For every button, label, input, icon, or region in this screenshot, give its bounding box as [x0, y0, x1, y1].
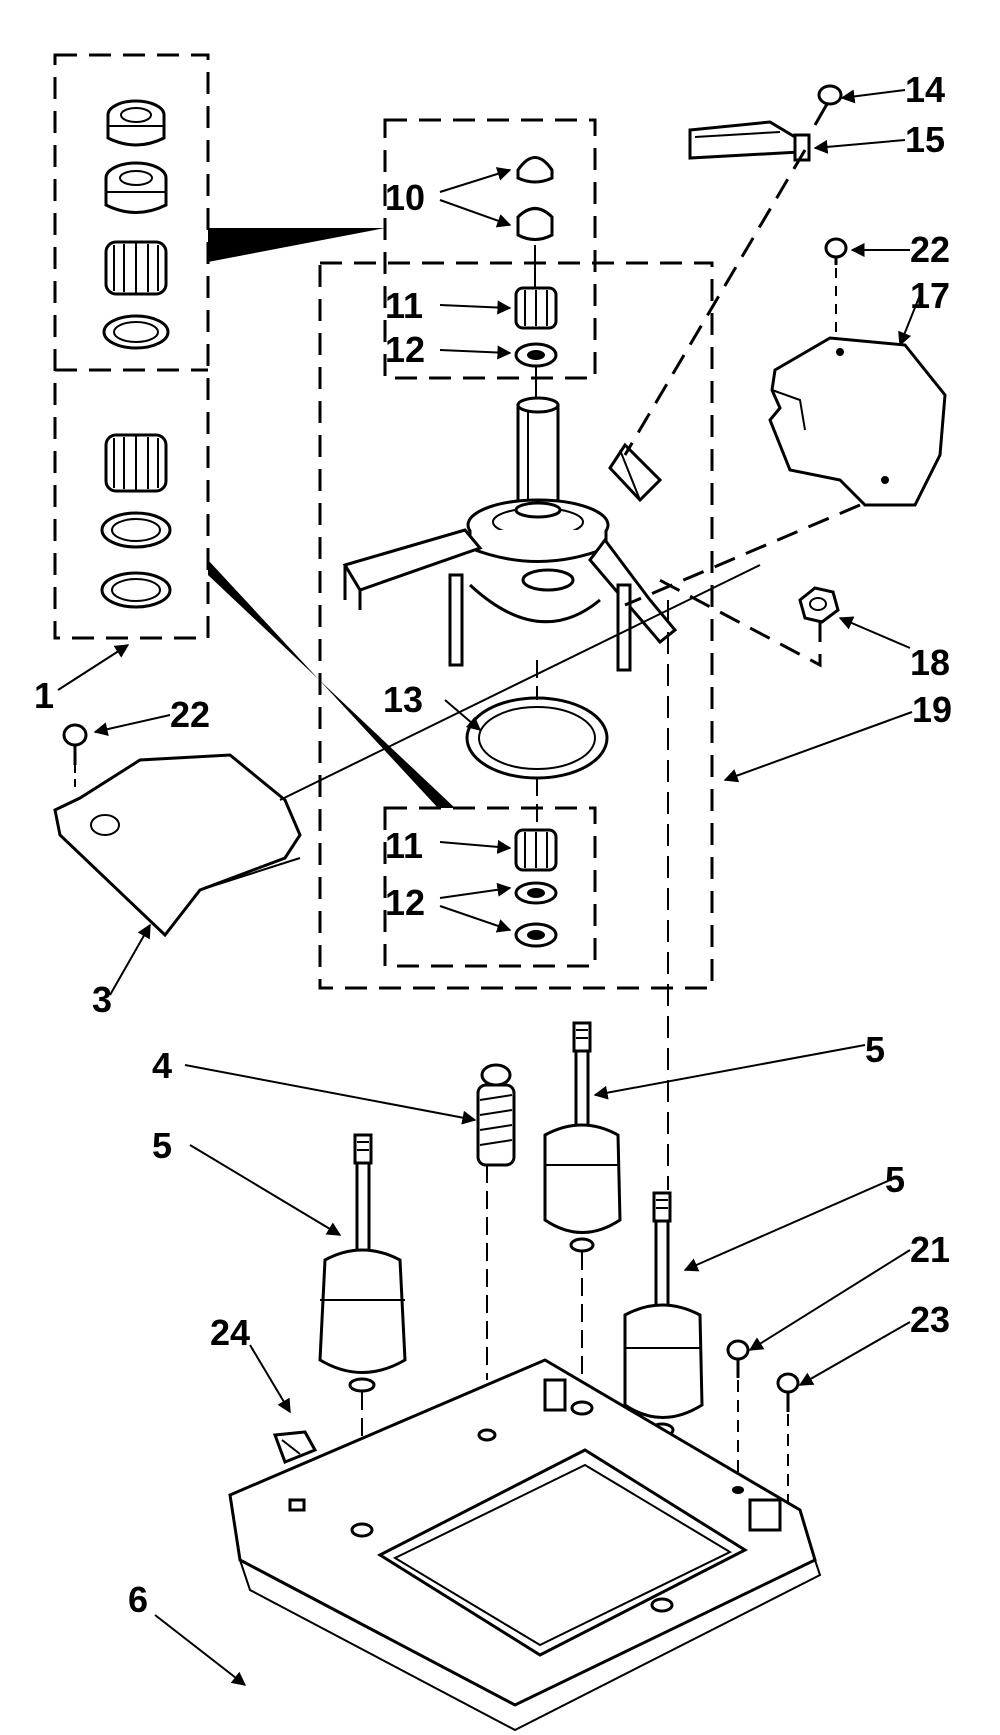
screw-23 — [776, 1372, 800, 1505]
label-part-11-lower: 11 — [385, 825, 423, 866]
cap-lower — [516, 207, 554, 241]
label-part-3: 3 — [92, 979, 112, 1020]
label-part-19: 19 — [912, 689, 952, 730]
leader-lines — [57, 89, 921, 1686]
washer-lower-12a — [514, 881, 558, 905]
label-part-24: 24 — [210, 1312, 250, 1353]
screw-22-right — [824, 237, 848, 345]
label-part-21: 21 — [910, 1229, 950, 1270]
kit-washer-middle — [100, 511, 172, 549]
cap-upper — [516, 156, 554, 184]
transmission-hub — [466, 498, 610, 563]
label-part-4: 4 — [152, 1045, 172, 1086]
label-part-11-upper: 11 — [385, 285, 423, 326]
kit-seal-second — [104, 161, 168, 214]
damper-5-middle — [543, 1021, 622, 1405]
kit-roller-bearing-lower — [104, 433, 168, 493]
assembly-box-19 — [318, 261, 714, 990]
label-part-10: 10 — [385, 177, 425, 218]
needle-bearing-upper — [514, 286, 558, 330]
kit-washer-upper — [102, 314, 170, 350]
seal-ring-13 — [465, 696, 609, 780]
label-part-15: 15 — [905, 119, 945, 160]
kit-washer-lower — [100, 571, 172, 609]
kit-roller-bearing-upper — [104, 240, 168, 296]
base-frame-6 — [228, 1358, 822, 1732]
label-part-22-left: 22 — [170, 694, 210, 735]
needle-bearing-lower — [514, 828, 558, 872]
upper-bearing-box — [383, 118, 597, 380]
label-part-22-right: 22 — [910, 229, 950, 270]
washer-upper-12 — [514, 342, 558, 368]
screw-14 — [813, 84, 843, 126]
label-part-6: 6 — [128, 1579, 148, 1620]
spring-4 — [476, 1063, 516, 1380]
label-part-5-left: 5 — [152, 1125, 172, 1166]
shield-17 — [768, 336, 947, 507]
washer-lower-12b — [514, 922, 558, 948]
label-part-14: 14 — [905, 69, 945, 110]
label-part-5-middle: 5 — [865, 1029, 885, 1070]
clip-24 — [272, 1430, 318, 1464]
kit-seal-top — [106, 99, 166, 147]
bracket-15 — [688, 120, 811, 162]
label-part-18: 18 — [910, 642, 950, 683]
kit-pointer-upper — [208, 228, 385, 262]
label-part-17: 17 — [910, 275, 950, 316]
nut-18 — [798, 586, 840, 624]
screw-21 — [726, 1339, 750, 1485]
screw-22-left — [62, 723, 88, 790]
label-part-1: 1 — [34, 675, 54, 716]
kit-box-1 — [53, 53, 455, 808]
label-part-5-right: 5 — [885, 1159, 905, 1200]
label-part-23: 23 — [910, 1299, 950, 1340]
lower-bearing-box — [383, 806, 597, 968]
label-part-12-upper: 12 — [385, 329, 425, 370]
label-part-12-lower: 12 — [385, 882, 425, 923]
label-part-13: 13 — [383, 679, 423, 720]
shield-3 — [53, 753, 302, 938]
